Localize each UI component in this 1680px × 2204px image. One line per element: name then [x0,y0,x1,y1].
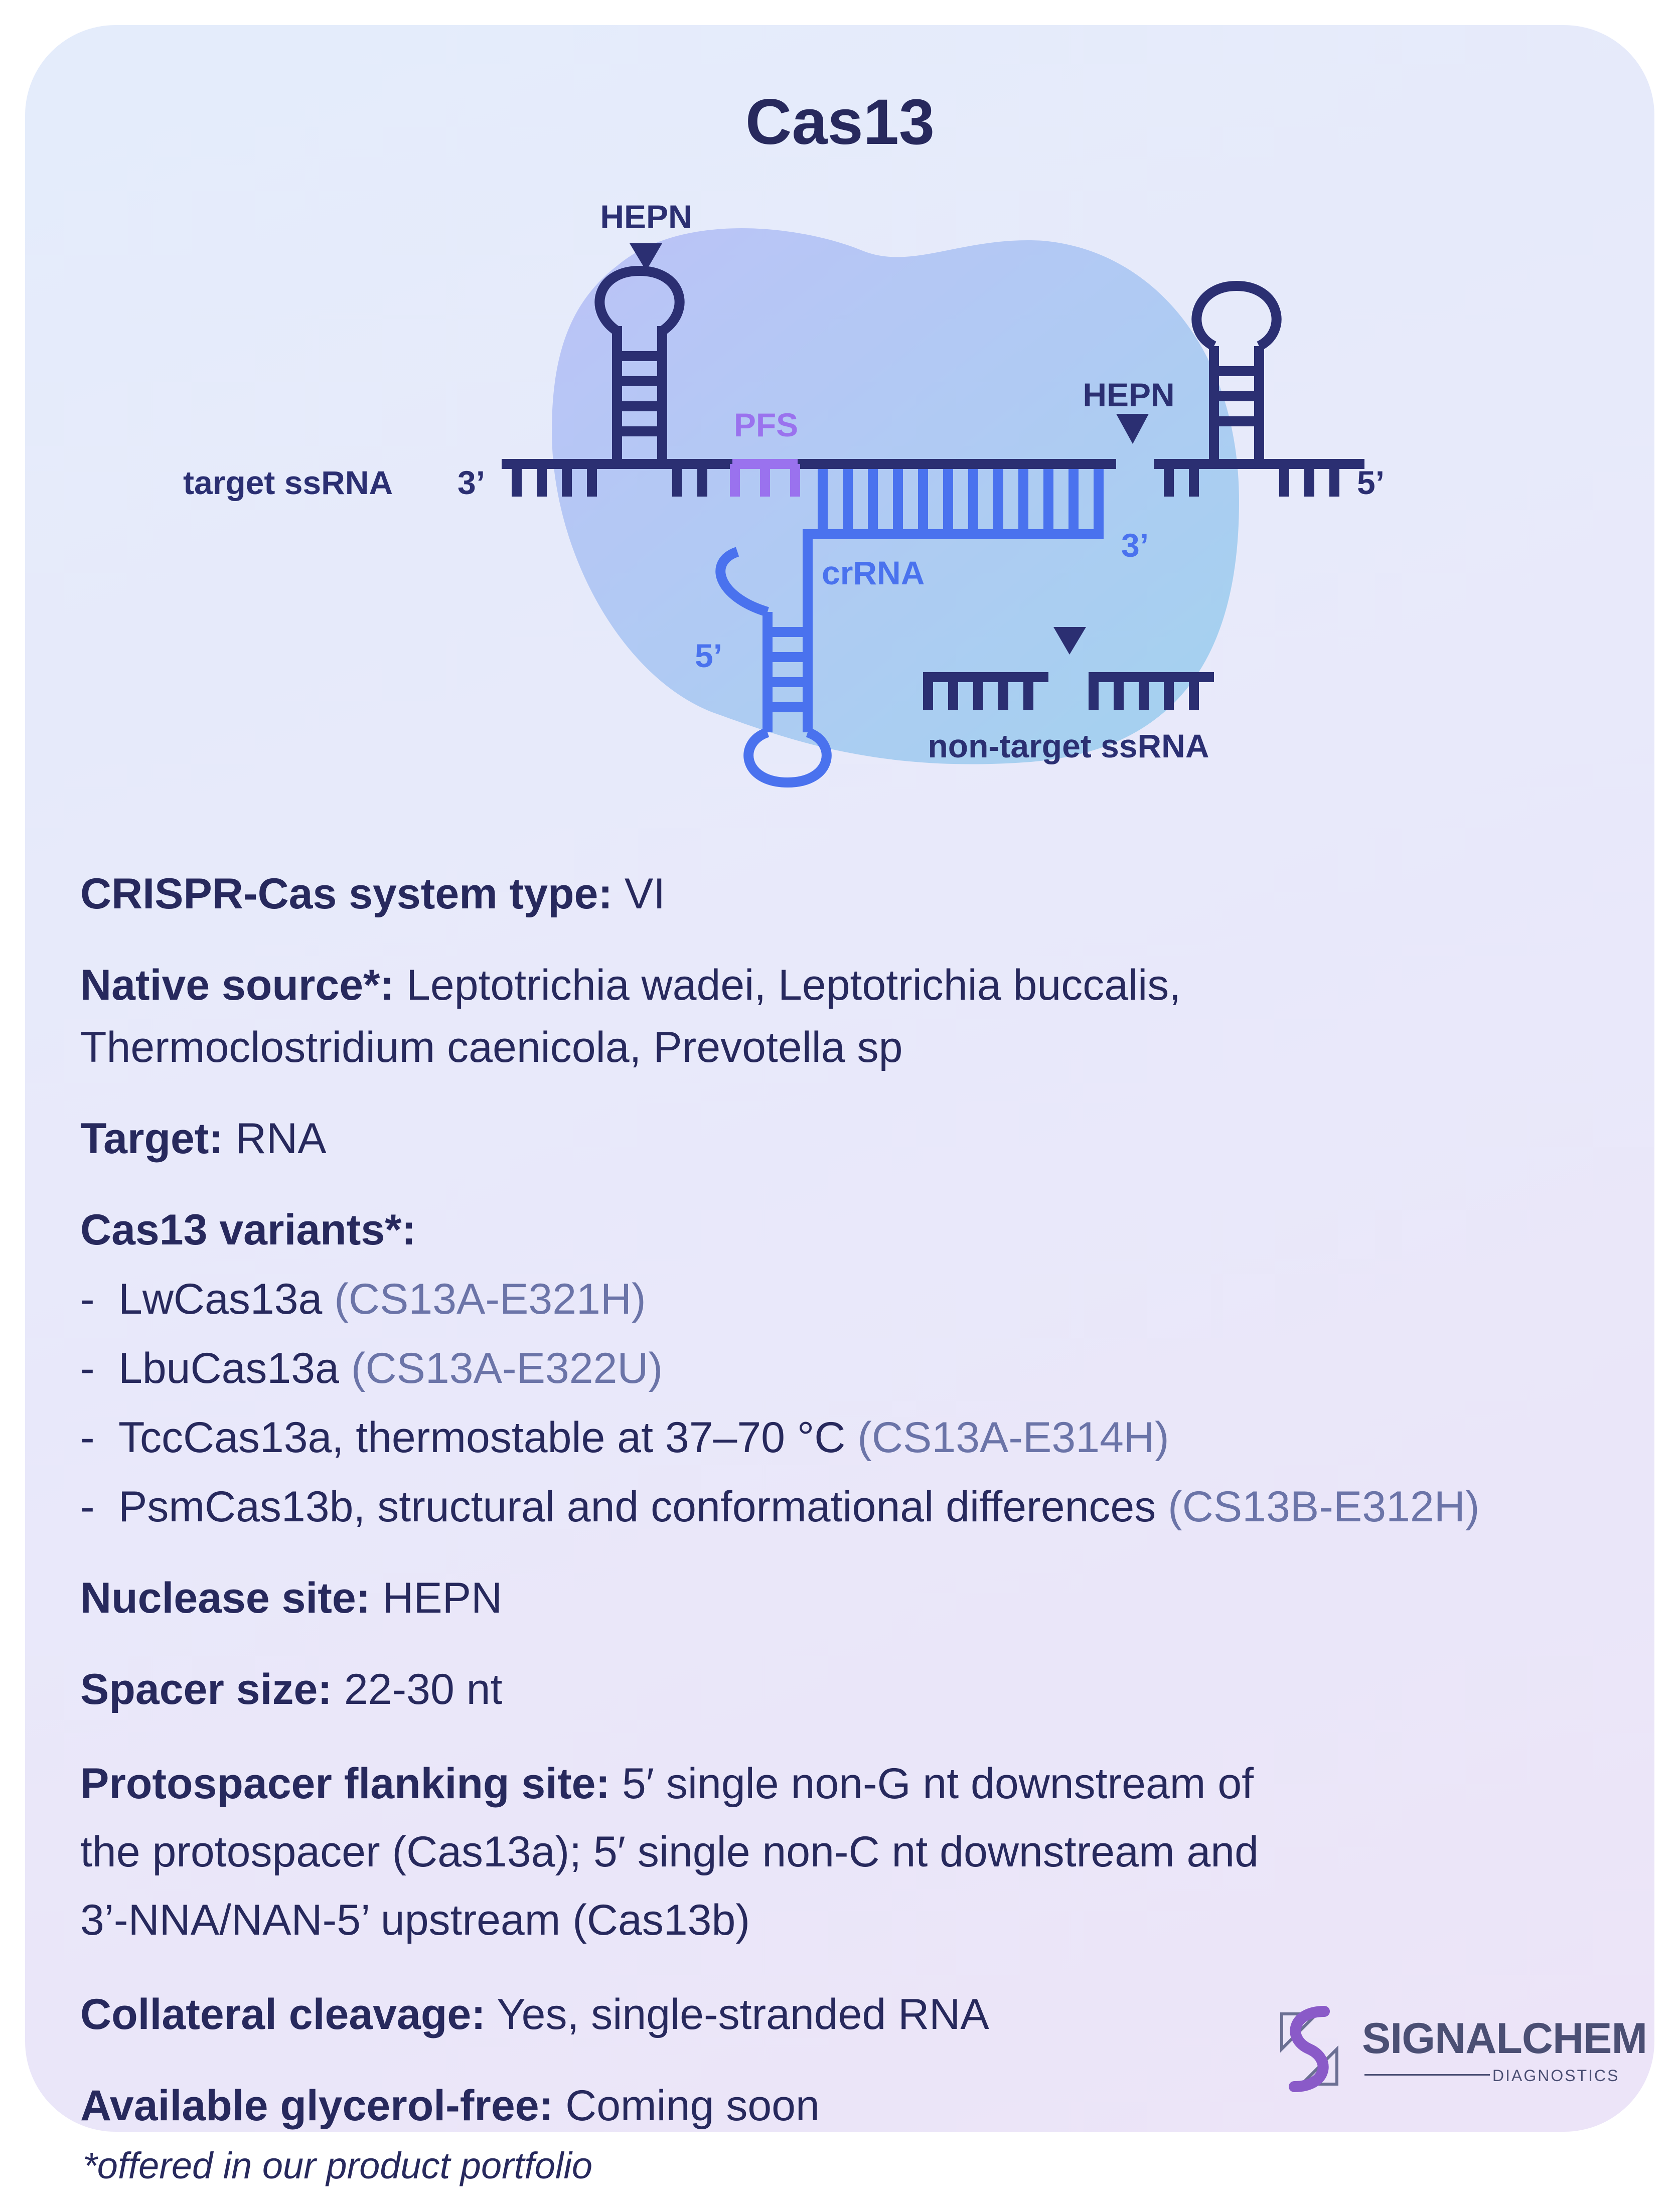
system-type-row: CRISPR-Cas system type: VI [80,863,1660,925]
target-row: Target: RNA [80,1108,1660,1170]
variant-code: (CS13B-E312H) [1168,1483,1480,1531]
properties-list: CRISPR-Cas system type: VI Native source… [80,863,1660,2166]
variant-name: LbuCas13a [118,1344,351,1392]
pfs-segment [730,459,800,497]
native-source-value: Leptotrichia wadei, Leptotrichia buccali… [394,961,1181,1009]
page-title: Cas13 [745,86,935,158]
system-type-key: CRISPR-Cas system type: [80,870,613,918]
cas13-diagram: HEPN HEPN PFS target ssRNA 3’ 5’ crRNA 3… [183,198,1385,788]
variant-name: LwCas13a [118,1275,335,1323]
variant-item: -TccCas13a, thermostable at 37–70 °C (CS… [80,1413,1169,1462]
native-source-value-line2: Thermoclostridium caenicola, Prevotella … [80,1023,903,1071]
pfs-label: PFS [734,406,798,443]
pfs-row: Protospacer flanking site: 5′ single non… [80,1750,1660,1954]
pfs-key: Protospacer flanking site: [80,1760,610,1808]
crrna-label: crRNA [822,554,925,591]
footnote: *offered in our product portfolio [83,2145,593,2186]
target-value: RNA [223,1115,327,1163]
hepn-right-label: HEPN [1083,376,1174,413]
target-5prime-label: 5’ [1357,464,1385,501]
collateral-value: Yes, single-stranded RNA [485,1990,989,2038]
pfs-value: 5′ single non-G nt downstream of [610,1760,1254,1808]
nuclease-site-row: Nuclease site: HEPN [80,1567,1660,1629]
variant-name: TccCas13a, thermostable at 37–70 °C [118,1413,858,1462]
hepn-cleavage-marker-top [630,243,662,271]
glycerol-free-value: Coming soon [553,2082,820,2130]
collateral-row: Collateral cleavage: Yes, single-strande… [80,1983,1660,2045]
glycerol-free-key: Available glycerol-free: [80,2082,554,2130]
nontarget-ssrna-strand [923,672,1214,710]
target-ssrna-strand [502,265,1364,497]
variant-item: -PsmCas13b, structural and conformationa… [80,1483,1480,1531]
variant-item: -LwCas13a (CS13A-E321H) [80,1275,646,1323]
variant-code: (CS13A-E314H) [857,1413,1169,1462]
logo-brand: SIGNALCHEM [1362,2014,1647,2063]
spacer-size-row: Spacer size: 22-30 nt [80,1658,1660,1720]
native-source-key: Native source*: [80,961,395,1009]
glycerol-free-row: Available glycerol-free: Coming soon [80,2075,1660,2137]
signalchem-logo: SIGNALCHEM DIAGNOSTICS [1272,1999,1647,2099]
crrna-3prime-label: 3’ [1121,527,1149,564]
spacer-size-key: Spacer size: [80,1665,332,1713]
nuclease-site-value: HEPN [370,1574,503,1622]
nontarget-cleavage-marker [1053,627,1086,655]
logo-sub: DIAGNOSTICS [1492,2067,1620,2085]
hepn-cleavage-marker-right [1116,414,1149,444]
variant-code: (CS13A-E322U) [351,1344,663,1392]
system-type-value: VI [613,870,666,918]
crrna-strand [715,469,1104,788]
target-ssrna-label: target ssRNA [183,464,393,501]
signalchem-s-icon [1280,2006,1338,2092]
target-3prime-label: 3’ [457,464,485,501]
pfs-value-line3: 3’-NNA/NAN-5’ upstream (Cas13b) [80,1896,750,1944]
crrna-5prime-label: 5’ [695,637,722,674]
variant-code: (CS13A-E321H) [334,1275,646,1323]
logo-rule [1364,2074,1490,2076]
spacer-size-value: 22-30 nt [332,1665,503,1713]
target-key: Target: [80,1115,224,1163]
variant-item: -LbuCas13a (CS13A-E322U) [80,1344,663,1392]
variant-name: PsmCas13b, structural and conformational… [118,1483,1168,1531]
nontarget-ssrna-label: non-target ssRNA [928,727,1209,764]
nuclease-site-key: Nuclease site: [80,1574,371,1622]
variants-heading: Cas13 variants*: [80,1206,416,1254]
native-source-row: Native source*: Leptotrichia wadei, Lept… [80,954,1660,1078]
pfs-value-line2: the protospacer (Cas13a); 5′ single non-… [80,1828,1259,1876]
collateral-key: Collateral cleavage: [80,1990,486,2038]
hepn-top-label: HEPN [600,198,692,235]
